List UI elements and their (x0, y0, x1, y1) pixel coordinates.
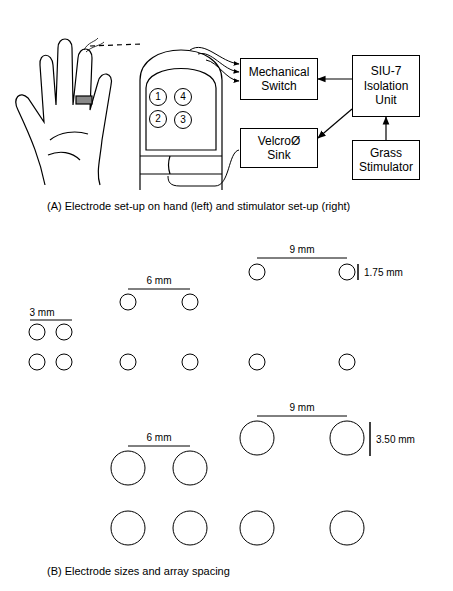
dimension-line (30, 320, 72, 321)
finger-pad (146, 69, 216, 151)
dimension-line (257, 416, 347, 417)
electrode-circle: 2 (149, 110, 167, 128)
electrode-circle: 4 (174, 88, 192, 106)
dimension-line (257, 258, 347, 259)
electrode (120, 294, 136, 310)
electrode (330, 511, 364, 545)
electrode-arrays (29, 264, 364, 545)
electrode (182, 294, 198, 310)
electrode (249, 264, 265, 280)
callout-number: 3 (180, 115, 186, 125)
electrode (111, 511, 145, 545)
sink-band (140, 156, 222, 174)
equipment-box: Mechanical Switch (240, 58, 318, 100)
dimension-label: 1.75 mm (364, 267, 403, 278)
callout-number: 1 (155, 92, 161, 102)
dimension-label: 3.50 mm (376, 434, 415, 445)
electrode (56, 324, 72, 340)
wire (168, 150, 239, 186)
dimension-lines (30, 258, 370, 456)
electrode (29, 324, 45, 340)
signal-arrow (318, 78, 352, 79)
dimension-line (128, 446, 190, 447)
equipment-box: Grass Stimulator (352, 140, 420, 180)
callout-number: 4 (180, 92, 186, 102)
signal-arrow (385, 117, 386, 140)
dimension-label: 9 mm (290, 402, 315, 413)
box-label: Grass Stimulator (357, 146, 415, 175)
hand-drawing (16, 38, 112, 185)
equipment-box: SIU-7 Isolation Unit (352, 55, 420, 117)
dimension-line (128, 289, 190, 290)
dimension-label: 6 mm (147, 275, 172, 286)
dimension-bar (369, 422, 371, 456)
dimension-label: 3 mm (30, 307, 55, 318)
hand-outline (16, 39, 112, 185)
panel-caption: (A) Electrode set-up on hand (left) and … (47, 200, 350, 212)
electrode-circle: 1 (149, 88, 167, 106)
dimension-label: 9 mm (290, 244, 315, 255)
callout-number: 2 (155, 114, 161, 124)
electrode (56, 354, 72, 370)
electrode (173, 451, 207, 485)
electrode (120, 354, 136, 370)
electrode-circle: 3 (174, 111, 192, 129)
wire (190, 47, 239, 64)
electrode (240, 511, 274, 545)
finger-outline (140, 50, 222, 190)
electrode (182, 354, 198, 370)
wire (198, 53, 239, 72)
box-label: Mechanical Switch (245, 65, 313, 94)
panel-caption: (B) Electrode sizes and array spacing (47, 565, 230, 577)
box-label: SIU-7 Isolation Unit (357, 64, 415, 107)
zoom-dashed-line (90, 44, 142, 46)
dimension-bar (357, 264, 359, 280)
electrode (173, 511, 207, 545)
electrode-wires (168, 47, 239, 186)
electrode (339, 354, 355, 370)
electrode (339, 264, 355, 280)
electrode (240, 421, 274, 455)
electrode (330, 421, 364, 455)
velcro-band (76, 96, 92, 104)
electrode (111, 451, 145, 485)
wire (206, 60, 239, 81)
equipment-box: VelcroØ Sink (240, 128, 318, 168)
signal-arrow (318, 109, 352, 138)
dimension-label: 6 mm (147, 432, 172, 443)
electrode (29, 354, 45, 370)
finger-closeup (140, 50, 222, 190)
box-label: VelcroØ Sink (245, 134, 313, 163)
electrode (249, 354, 265, 370)
palm-crease (48, 132, 88, 160)
